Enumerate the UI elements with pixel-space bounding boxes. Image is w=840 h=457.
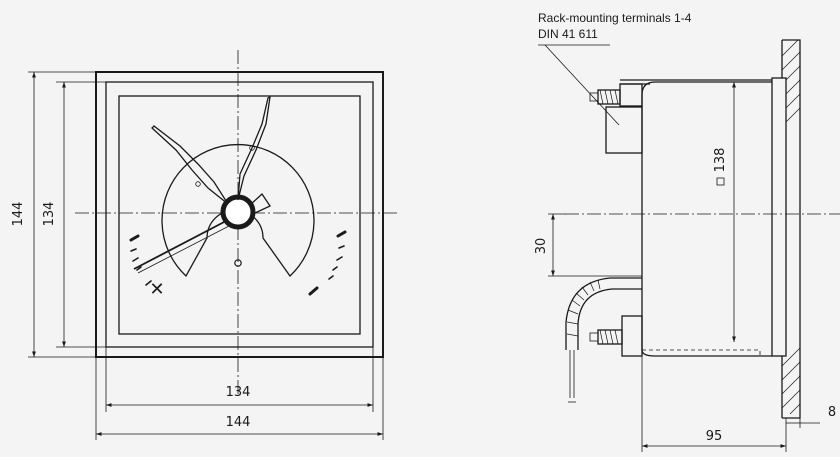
zero-adjust-screw — [234, 259, 242, 267]
pointer-pivot-left — [195, 181, 201, 187]
dim-inner-height-label: 134 — [42, 202, 57, 227]
dim-cutout-label: 138 — [713, 148, 728, 173]
pointer-main — [133, 220, 227, 270]
outer-bezel — [95, 71, 384, 358]
minus-symbol: ✕ — [149, 279, 164, 300]
scale-marks-right — [308, 230, 347, 296]
dim-outer-width: 144 — [95, 357, 384, 440]
terminals-label-line2: DIN 41 611 — [538, 27, 598, 41]
panel-wall — [781, 39, 801, 419]
dim-cutout: 138 — [713, 82, 736, 342]
hub-fin — [249, 193, 271, 215]
dim-inner-height: 134 — [42, 81, 106, 348]
side-bezel — [771, 77, 787, 357]
instrument-housing — [641, 81, 772, 357]
pointer-hub — [220, 194, 256, 230]
terminals-label-line1: Rack-mounting terminals 1-4 — [538, 11, 692, 25]
pointer-pivot-right — [249, 145, 255, 151]
hidden-contour — [642, 349, 761, 356]
dim-depth-label: 95 — [706, 429, 723, 444]
lower-terminal — [589, 315, 643, 357]
dim-panel: 8 — [786, 405, 836, 428]
dim-inner-width: 134 — [105, 347, 374, 412]
dim-panel-label: 8 — [828, 405, 836, 420]
pointer-main-edge — [137, 225, 230, 274]
scale-marks-left — [129, 234, 152, 286]
dial-window — [118, 95, 361, 335]
upper-terminal — [589, 83, 643, 154]
pointer-setpoint-right — [237, 95, 271, 201]
dim-outer-height: 144 — [11, 71, 96, 358]
cable — [565, 277, 642, 403]
front-view: ✕ 134 144 144 — [11, 50, 400, 440]
pointer-setpoint-left — [151, 125, 229, 205]
dim-outer-width-label: 144 — [226, 415, 251, 430]
side-view: Rack-mounting terminals 1-4 DIN 41 611 — [534, 11, 840, 452]
dim-depth: 95 — [641, 356, 787, 452]
dim-offset-label: 30 — [534, 238, 549, 255]
dim-offset: 30 — [534, 213, 642, 277]
inner-frame — [105, 81, 374, 348]
dim-outer-height-label: 144 — [11, 202, 26, 227]
dim-inner-width-label: 134 — [226, 385, 251, 400]
terminals-leader — [544, 44, 620, 126]
